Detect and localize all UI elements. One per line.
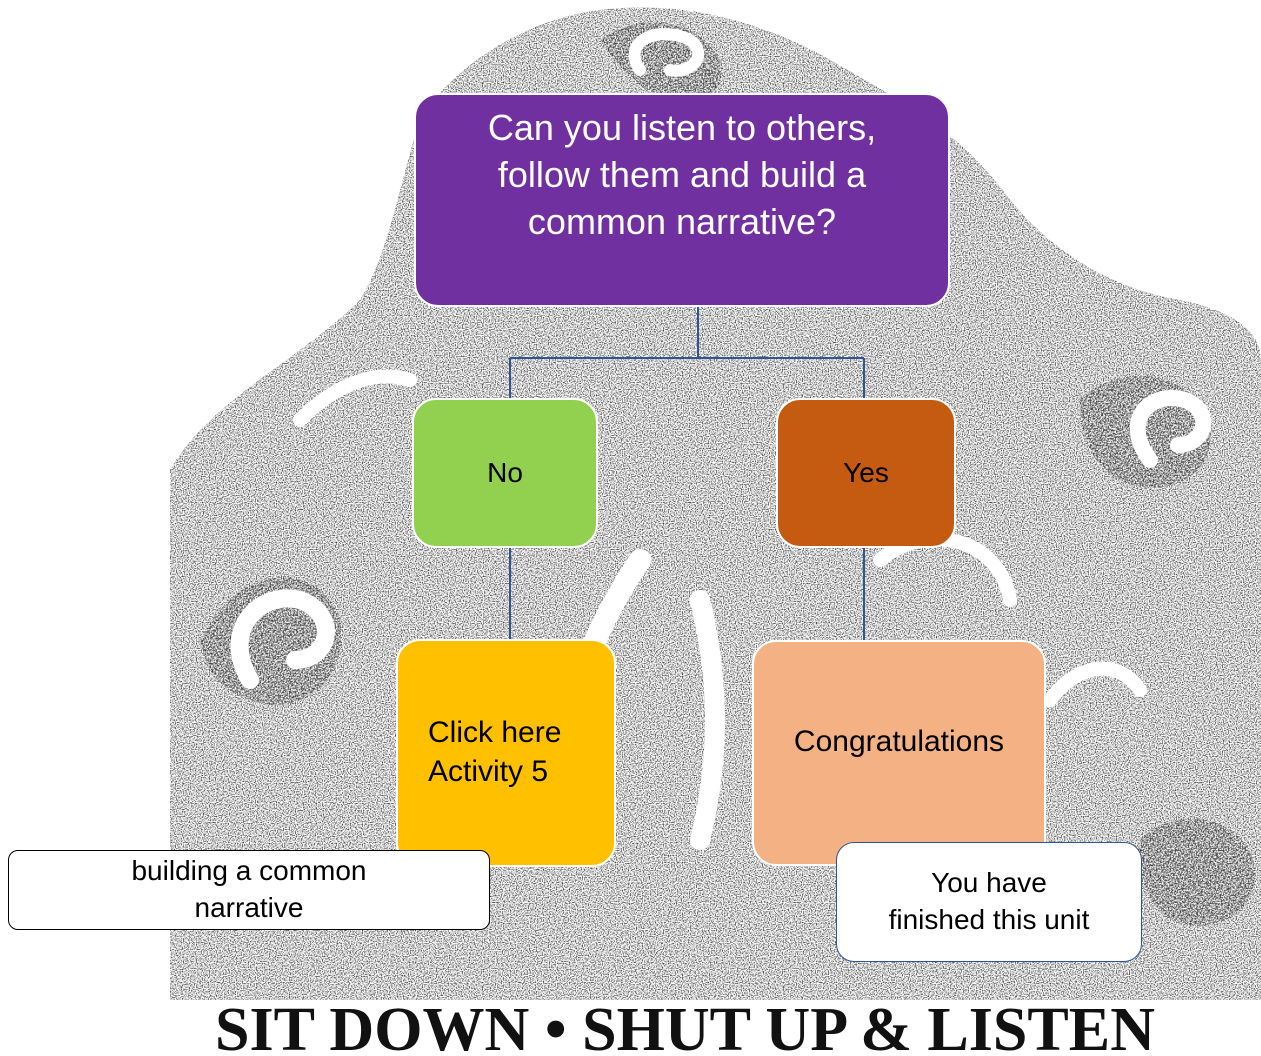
note-building-narrative: building a common narrative [8,850,490,930]
banner-text: SIT DOWN • SHUT UP & LISTEN [215,996,1155,1056]
no-label: No [487,456,523,488]
congratulations-box: Congratulations [752,640,1046,866]
congratulations-label: Congratulations [793,725,1005,758]
yes-box: Yes [776,398,956,548]
activity-link-text: Click here Activity 5 [428,716,562,788]
no-box: No [412,398,598,548]
note-finished-unit: You have finished this unit [836,842,1142,962]
question-text: Can you listen to others, follow them an… [487,107,877,242]
question-box: Can you listen to others, follow them an… [414,93,950,307]
activity-5-link[interactable]: Click here Activity 5 [396,639,616,867]
yes-label: Yes [843,456,889,488]
